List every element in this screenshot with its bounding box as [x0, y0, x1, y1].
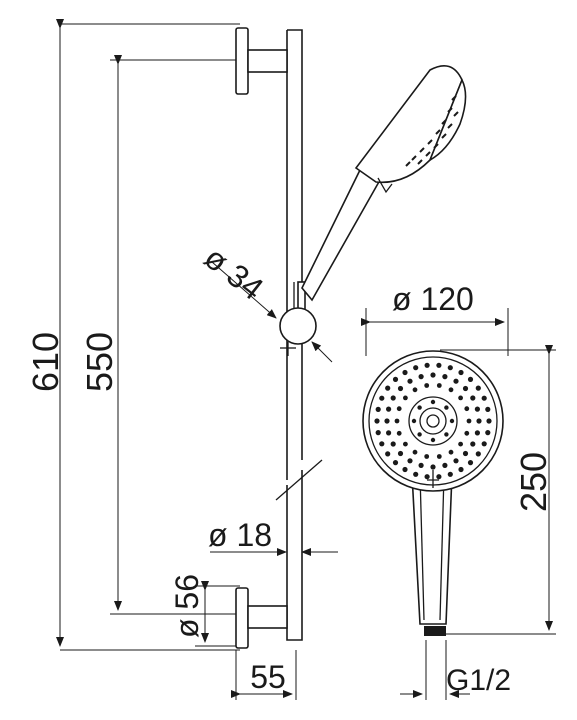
dim-label-handle-diameter: ø 34: [198, 239, 271, 307]
nozzle-dot: [474, 406, 480, 412]
nozzle-dot: [458, 441, 463, 447]
nozzle-dot: [412, 449, 418, 455]
nozzle-dot: [448, 449, 454, 455]
nozzle-dot: [375, 430, 381, 436]
nozzle-dot: [385, 385, 391, 391]
nozzle-dot: [474, 430, 480, 436]
nozzle-dot: [403, 441, 408, 447]
nozzle-dot: [466, 418, 472, 424]
nozzle-dot: [412, 387, 418, 393]
nozzle-dot: [379, 395, 385, 401]
nozzle-dot: [413, 471, 419, 477]
nozzle-dot: [485, 406, 491, 412]
dim-label-head-diameter: ø 120: [392, 281, 474, 317]
dimension-lines: [56, 19, 556, 700]
nozzle-dot: [386, 430, 392, 436]
nozzle-dot: [418, 374, 424, 380]
nozzle-dot: [485, 430, 491, 436]
nozzle-dot: [375, 406, 381, 412]
nozzle-dot: [386, 406, 392, 412]
nozzle-dot: [444, 405, 449, 410]
dim-label-rail-diameter: ø 18: [208, 517, 272, 553]
nozzle-dot: [424, 454, 430, 459]
nozzle-dot: [384, 418, 390, 424]
nozzle-dot: [402, 466, 408, 473]
dim-label-bracket-spacing: 550: [79, 332, 120, 392]
nozzle-dot: [462, 450, 469, 457]
nozzle-dot: [436, 454, 442, 459]
nozzle-dot: [417, 405, 422, 410]
nozzle-dot: [396, 406, 402, 412]
nozzle-dot: [402, 369, 408, 376]
nozzle-dot: [449, 418, 455, 424]
nozzle-dot: [430, 437, 436, 443]
nozzle-dot: [403, 395, 408, 401]
nozzle-dot: [467, 376, 474, 382]
nozzle-dot: [392, 376, 399, 382]
nozzle-dot: [481, 441, 487, 447]
dim-label-connection-thread: G1/2: [446, 664, 511, 697]
top-wall-bracket: [235, 27, 288, 95]
nozzle-dot: [385, 451, 391, 457]
nozzle-dot: [444, 432, 449, 437]
nozzle-dot: [390, 395, 396, 401]
nozzle-dot: [436, 362, 442, 368]
dim-label-total-height: 610: [25, 332, 66, 392]
nozzle-dot: [475, 385, 481, 391]
hand-shower-side-view: [301, 64, 467, 302]
nozzle-dot: [424, 362, 430, 368]
nozzle-dot: [407, 378, 413, 384]
nozzle-dot: [379, 441, 385, 447]
sliding-holder: [279, 281, 317, 356]
nozzle-dot: [453, 378, 459, 384]
hand-shower-front-view: [362, 350, 504, 636]
nozzle-dot: [413, 365, 419, 371]
nozzle-dot: [462, 385, 469, 392]
nozzle-dot: [411, 418, 417, 424]
nozzle-dot: [481, 395, 487, 401]
nozzle-dot: [442, 374, 448, 380]
nozzle-dot: [458, 466, 464, 473]
nozzle-dot: [430, 399, 436, 405]
nozzle-dot: [464, 430, 470, 436]
nozzle-dot: [453, 458, 459, 464]
nozzle-dot: [447, 365, 453, 371]
nozzle-dot: [486, 418, 492, 424]
nozzle-dot: [430, 464, 436, 470]
nozzle-dot: [396, 430, 402, 436]
nozzle-dot: [436, 383, 442, 388]
nozzle-dot: [458, 395, 463, 401]
nozzle-dot: [476, 418, 482, 424]
nozzle-dot: [464, 406, 470, 412]
dim-label-bracket-diameter: ø 56: [169, 574, 205, 638]
nozzle-dot: [458, 369, 464, 376]
thread-connector: [424, 626, 446, 636]
nozzle-dot: [436, 474, 442, 480]
nozzle-dot: [392, 460, 399, 466]
nozzle-dot: [447, 471, 453, 477]
nozzle-dot: [390, 441, 396, 447]
nozzle-dot: [448, 387, 454, 393]
nozzle-dot: [470, 395, 476, 401]
nozzle-dot: [475, 451, 481, 457]
dim-label-bracket-offset: 55: [250, 659, 286, 695]
nozzle-dot: [407, 458, 413, 464]
nozzle-dot: [424, 474, 430, 480]
nozzle-dot: [442, 462, 448, 468]
bottom-wall-bracket: [235, 587, 288, 649]
nozzle-dot: [467, 460, 474, 466]
nozzle-dot: [424, 383, 430, 388]
spray-nozzles-side: [405, 95, 459, 167]
nozzle-dot: [470, 441, 476, 447]
dim-label-head-height: 250: [513, 452, 554, 512]
nozzle-dot: [417, 432, 422, 437]
spray-nozzles-front: [374, 362, 492, 480]
nozzle-dot: [397, 385, 404, 392]
nozzle-dot: [394, 418, 400, 424]
nozzle-dot: [397, 450, 404, 457]
nozzle-dot: [418, 462, 424, 468]
nozzle-dot: [430, 372, 436, 378]
nozzle-dot: [374, 418, 380, 424]
